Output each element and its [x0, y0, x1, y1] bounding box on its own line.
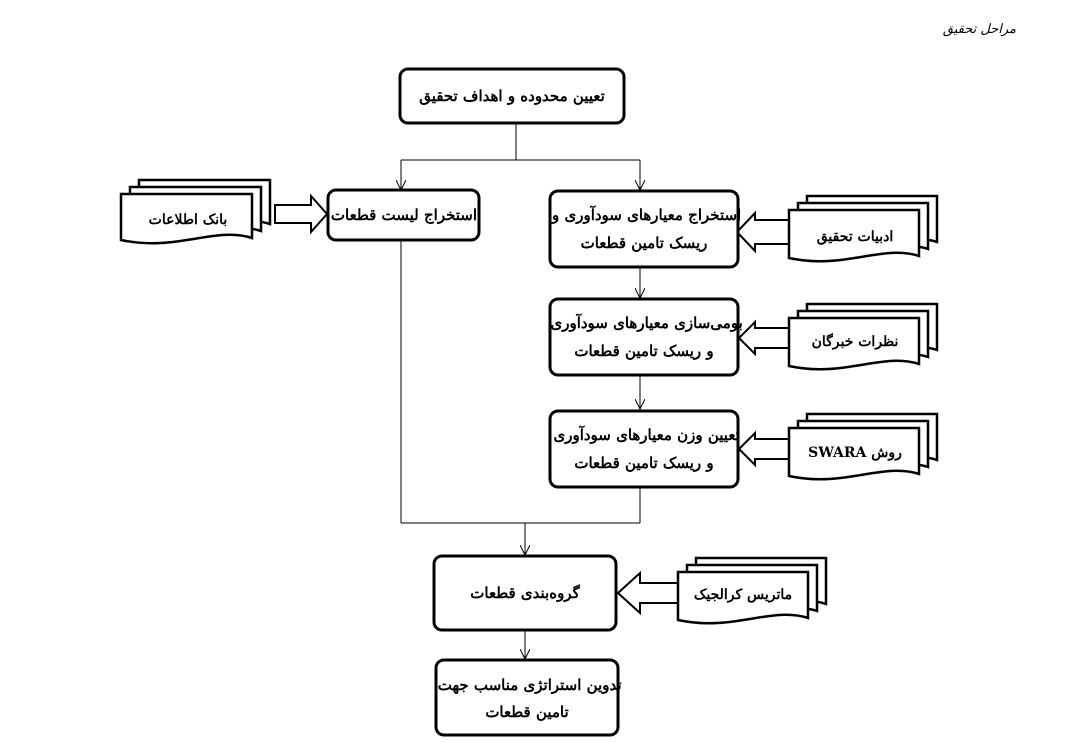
block-arrow-swara-to-weight [737, 430, 790, 468]
box-localize-label: بومی‌سازی معیارهای سودآوری و ریسک تامین … [545, 313, 743, 360]
block-arrow-experts-to-localize [737, 319, 790, 357]
document-stack-literature: ادبیات تحقیق [787, 194, 939, 263]
box-scope-line-1: تعیین محدوده و اهداف تحقیق [419, 87, 605, 105]
block-arrows [274, 193, 790, 616]
box-strategy-line-2: تامین قطعات [485, 703, 568, 721]
document-stack-swara: روش SWARA [787, 412, 939, 481]
box-labels: تعیین محدوده و اهداف تحقیق استخراج لیست … [331, 87, 743, 721]
document-sheet [119, 192, 254, 245]
document-label-literature: ادبیات تحقیق [817, 229, 893, 245]
block-arrow-kraljic-to-group [616, 570, 679, 616]
process-boxes [326, 67, 740, 737]
box-localize-line-2: و ریسک تامین قطعات [574, 342, 713, 360]
document-stack-kraljic: ماتریس کرالجیک [676, 556, 828, 625]
box-group [432, 554, 618, 632]
box-scope [398, 67, 626, 125]
box-weight-line-2: و ریسک تامین قطعات [574, 454, 713, 472]
document-stack-databank: بانک اطلاعات [119, 178, 272, 245]
document-label-kraljic: ماتریس کرالجیک [694, 587, 792, 603]
document-label-databank: بانک اطلاعات [149, 212, 228, 228]
block-arrow-databank-to-list [274, 193, 329, 235]
document-sheet [676, 570, 810, 625]
document-sheet [787, 316, 921, 371]
document-label-experts: نظرات خبرگان [812, 333, 899, 350]
box-list-line-1: استخراج لیست قطعات [331, 206, 477, 224]
box-group-label: گروه‌بندی قطعات [470, 584, 580, 602]
box-weight-label: تعیین وزن معیارهای سودآوری و ریسک تامین … [548, 425, 740, 472]
box-criteria-label: استخراج معیارهای سودآوری و ریسک تامین قط… [547, 205, 741, 252]
box-strategy [434, 658, 620, 737]
box-list [326, 188, 481, 242]
box-group-line-1: گروه‌بندی قطعات [470, 584, 580, 602]
document-sheet [787, 208, 921, 263]
document-stacks: بانک اطلاعات ادبیات تحقیق نظرات خبرگان روش … [119, 178, 939, 625]
box-scope-label: تعیین محدوده و اهداف تحقیق [419, 87, 605, 105]
box-criteria-line-2: ریسک تامین قطعات [581, 234, 708, 252]
document-sheet [787, 426, 921, 481]
block-arrow-literature-to-criteria [735, 210, 790, 254]
box-criteria-line-1: استخراج معیارهای سودآوری و [551, 205, 741, 224]
box-localize-line-1: بومی‌سازی معیارهای سودآوری [550, 313, 742, 332]
box-strategy-label: تدوین استراتژی مناسب جهت تامین قطعات [432, 676, 621, 721]
connectors [401, 123, 640, 659]
box-list-label: استخراج لیست قطعات [331, 206, 477, 224]
box-localize [548, 297, 740, 377]
page-title: مراحل تحقیق [942, 22, 1016, 37]
box-weight-line-1: تعیین وزن معیارهای سودآوری [553, 425, 739, 444]
box-criteria [548, 189, 740, 269]
box-strategy-line-1: تدوین استراتژی مناسب جهت [438, 676, 622, 694]
document-stack-experts: نظرات خبرگان [787, 302, 939, 371]
box-weight [548, 409, 740, 489]
document-label-swara: روش SWARA [808, 445, 902, 461]
